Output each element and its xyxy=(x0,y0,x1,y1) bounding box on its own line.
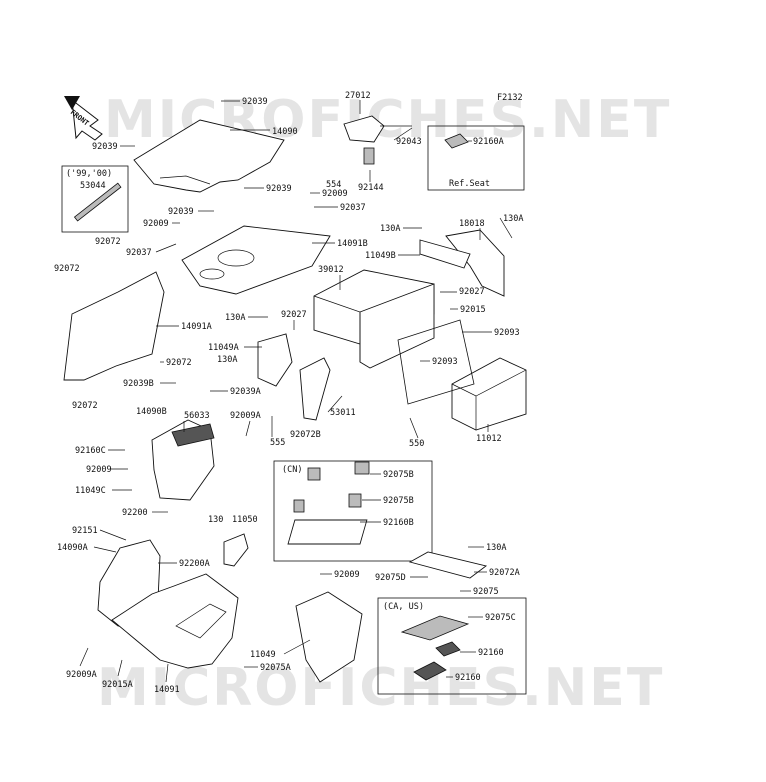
part-92037-a: 92037 xyxy=(340,203,366,213)
part-53044: 53044 xyxy=(80,181,106,191)
side-panel-14091A xyxy=(63,271,165,381)
watermark-bottom: MICROFICHES.NET xyxy=(97,658,664,718)
part-11012: 11012 xyxy=(476,434,502,444)
battery-11012 xyxy=(451,357,527,431)
part-92075D: 92075D xyxy=(375,573,406,583)
part-14090A: 14090A xyxy=(57,543,88,553)
part-92075: 92075 xyxy=(473,587,499,597)
part-53011: 53011 xyxy=(330,408,356,418)
part-92072A: 92072A xyxy=(489,568,520,578)
part-92160C: 92160C xyxy=(75,446,106,456)
figure-code: F2132 xyxy=(497,93,523,103)
box-ca-us-label: (CA, US) xyxy=(383,602,424,612)
part-11050: 11050 xyxy=(232,515,258,525)
part-92009A-a: 92009A xyxy=(230,411,261,421)
part-39012: 39012 xyxy=(318,265,344,275)
front-arrow-icon: FRONT xyxy=(64,96,103,141)
part-92144: 92144 xyxy=(358,183,384,193)
part-18018: 18018 xyxy=(459,219,485,229)
part-92009-c: 92009 xyxy=(86,465,112,475)
box-ca-us: (CA, US) xyxy=(377,597,527,695)
part-92075B-b: 92075B xyxy=(383,496,414,506)
part-92009A-b: 92009A xyxy=(66,670,97,680)
part-92075B-a: 92075B xyxy=(383,470,414,480)
part-130A-e: 130A xyxy=(486,543,506,553)
part-550: 550 xyxy=(409,439,424,449)
part-11049: 11049 xyxy=(250,650,276,660)
bracket-11050 xyxy=(223,533,249,567)
leader-lines xyxy=(79,100,513,683)
part-92009-b: 92009 xyxy=(143,219,169,229)
part-92075C: 92075C xyxy=(485,613,516,623)
part-555: 555 xyxy=(270,438,285,448)
part-92037-b: 92037 xyxy=(126,248,152,258)
part-130A-c: 130A xyxy=(225,313,245,323)
tray-14091B xyxy=(181,225,331,295)
part-92039-c: 92039 xyxy=(266,184,292,194)
part-14091B: 14091B xyxy=(337,239,368,249)
box-cn-label: (CN) xyxy=(282,465,302,475)
part-14091: 14091 xyxy=(154,685,180,695)
bracket-11049 xyxy=(295,591,363,683)
part-92072-c: 92072 xyxy=(166,358,192,368)
part-92072-a: 92072 xyxy=(95,237,121,247)
part-92039B: 92039B xyxy=(123,379,154,389)
seat-catch-27012 xyxy=(343,115,412,165)
bracket-11049B xyxy=(419,239,471,269)
strap-56033 xyxy=(171,423,215,447)
battery-case-39012 xyxy=(313,269,435,369)
part-130A-b: 130A xyxy=(503,214,523,224)
part-92160A: 92160A xyxy=(473,137,504,147)
part-92072-b: 92072 xyxy=(54,264,80,274)
part-92151: 92151 xyxy=(72,526,98,536)
part-11049C: 11049C xyxy=(75,486,106,496)
part-92009-d: 92009 xyxy=(334,570,360,580)
part-130A-d: 130A xyxy=(217,355,237,365)
part-27012: 27012 xyxy=(345,91,371,101)
box-ref-seat-label: Ref.Seat xyxy=(449,179,490,189)
part-56033: 56033 xyxy=(184,411,210,421)
bracket-92072A xyxy=(408,551,488,579)
fender-14091 xyxy=(111,573,239,669)
part-92093-b: 92093 xyxy=(432,357,458,367)
part-92093-a: 92093 xyxy=(494,328,520,338)
part-92039-d: 92039 xyxy=(168,207,194,217)
part-14090B: 14090B xyxy=(136,407,167,417)
part-92160-a: 92160 xyxy=(478,648,504,658)
part-130: 130 xyxy=(208,515,223,525)
part-92039-a: 92039 xyxy=(242,97,268,107)
box-cn: (CN) xyxy=(273,460,433,562)
part-92160-b: 92160 xyxy=(455,673,481,683)
part-92160B: 92160B xyxy=(383,518,414,528)
part-92039-b: 92039 xyxy=(92,142,118,152)
part-92072-d: 92072 xyxy=(72,401,98,411)
part-11049B: 11049B xyxy=(365,251,396,261)
part-554: 554 xyxy=(326,180,341,190)
part-92027-a: 92027 xyxy=(459,287,485,297)
part-14091A: 14091A xyxy=(181,322,212,332)
part-92075A: 92075A xyxy=(260,663,291,673)
part-92039A: 92039A xyxy=(230,387,261,397)
box-years: ('99,'00) xyxy=(61,165,129,233)
box-years-label: ('99,'00) xyxy=(66,169,112,179)
part-92009-a: 92009 xyxy=(322,189,348,199)
part-92015: 92015 xyxy=(460,305,486,315)
part-14090: 14090 xyxy=(272,127,298,137)
part-92027-b: 92027 xyxy=(281,310,307,320)
gasket-92093 xyxy=(397,319,475,405)
part-92200A: 92200A xyxy=(179,559,210,569)
part-11049A: 11049A xyxy=(208,343,239,353)
part-92043: 92043 xyxy=(396,137,422,147)
bracket-11049A xyxy=(257,333,293,387)
part-92200: 92200 xyxy=(122,508,148,518)
box-ref-seat: Ref.Seat xyxy=(427,125,525,191)
part-92072B: 92072B xyxy=(290,430,321,440)
part-130A-a: 130A xyxy=(380,224,400,234)
part-92015A: 92015A xyxy=(102,680,133,690)
bracket-92072B xyxy=(299,357,331,421)
